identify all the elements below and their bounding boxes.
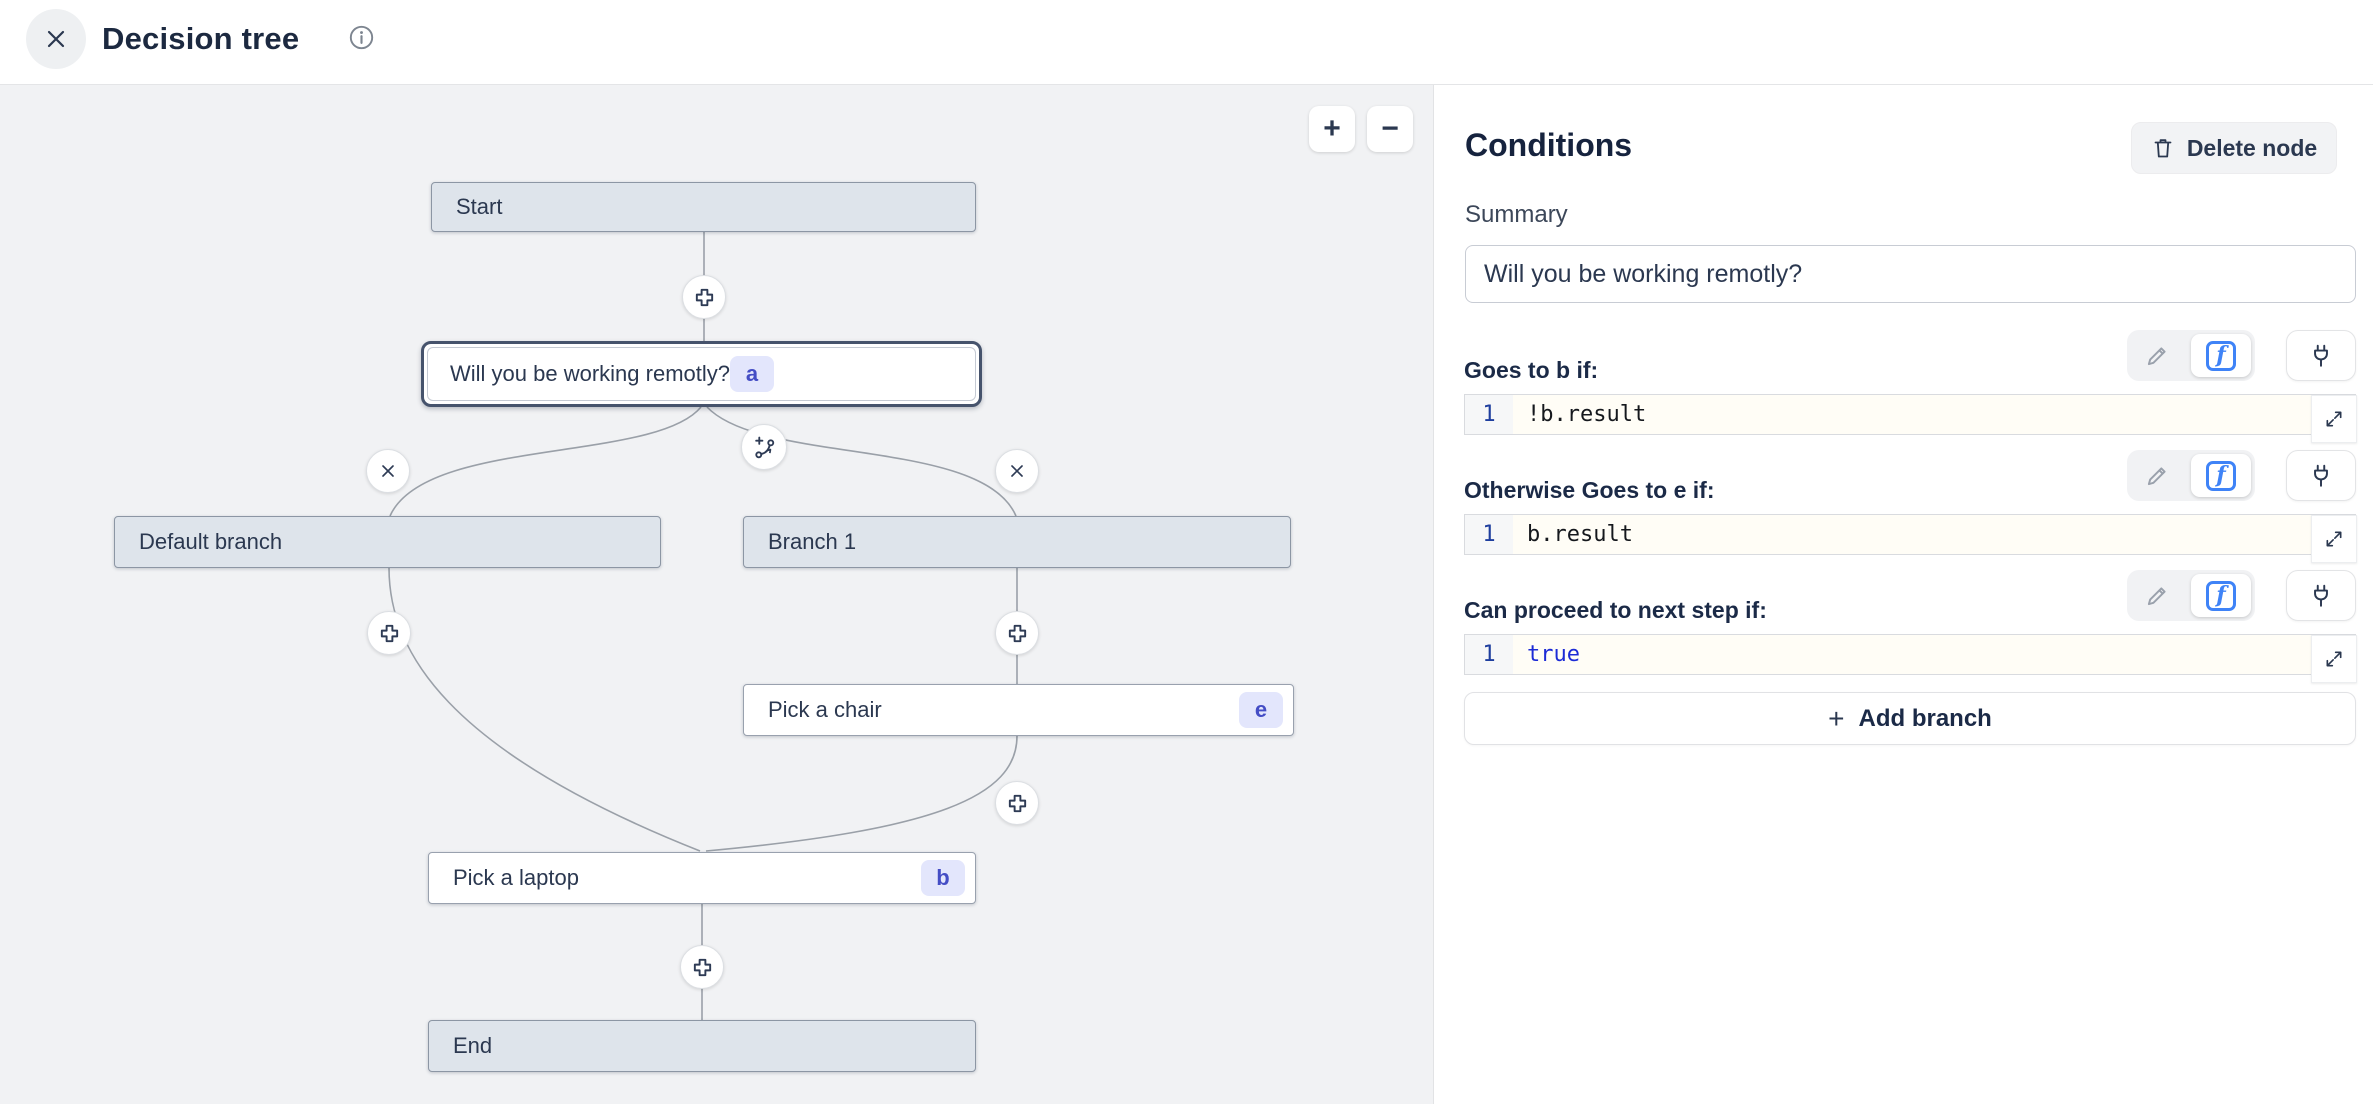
condition-label: Can proceed to next step if:: [1464, 597, 1767, 623]
editor-mode-toggle: f: [2127, 570, 2255, 621]
add-branch-button[interactable]: + Add branch: [1464, 692, 2356, 745]
node-label: Will you be working remotly?: [450, 361, 730, 386]
expand-editor-button[interactable]: [2311, 395, 2357, 443]
expand-icon: [2326, 411, 2342, 427]
text-mode-button[interactable]: [2127, 450, 2187, 501]
trash-icon: [2154, 139, 2172, 158]
condition-section-proceed: Can proceed to next step if: f 1 true: [1464, 570, 2357, 683]
line-number: 1: [1465, 515, 1513, 554]
remove-branch-button[interactable]: [366, 449, 410, 493]
line-number: 1: [1465, 395, 1513, 434]
minus-icon: −: [1381, 112, 1399, 145]
expand-icon: [2326, 531, 2342, 547]
add-branch-label: Add branch: [1858, 704, 1992, 732]
fx-icon: f: [2206, 340, 2236, 371]
code-editor[interactable]: 1 true: [1464, 634, 2357, 683]
add-node-button[interactable]: [680, 945, 724, 989]
connect-button[interactable]: [2286, 330, 2356, 381]
plus-icon: [693, 958, 711, 976]
fx-icon: f: [2206, 460, 2236, 491]
plug-icon: [2314, 464, 2328, 487]
text-mode-button[interactable]: [2127, 330, 2187, 381]
node-start[interactable]: Start: [431, 182, 976, 232]
flow-edges: [388, 232, 1018, 1020]
summary-input[interactable]: [1465, 245, 2356, 303]
node-badge: b: [921, 860, 965, 896]
node-pick-a-chair[interactable]: Pick a chair e: [743, 684, 1294, 736]
editor-mode-toggle: f: [2127, 330, 2255, 381]
remove-branch-button[interactable]: [995, 449, 1039, 493]
node-label: Branch 1: [768, 529, 857, 554]
plus-icon: [1008, 794, 1026, 812]
delete-node-label: Delete node: [2186, 134, 2318, 161]
add-node-button[interactable]: [995, 611, 1039, 655]
summary-label: Summary: [1465, 201, 1568, 228]
fx-mode-button[interactable]: f: [2191, 334, 2251, 377]
fx-mode-button[interactable]: f: [2191, 454, 2251, 497]
node-default-branch[interactable]: Default branch: [114, 516, 661, 568]
code-text: !b.result: [1527, 402, 1647, 427]
connect-button[interactable]: [2286, 450, 2356, 501]
condition-section-goes-to-e: Otherwise Goes to e if: f 1 b.result: [1464, 450, 2357, 563]
code-editor[interactable]: 1 b.result: [1464, 514, 2357, 563]
condition-label: Goes to b if:: [1464, 357, 1599, 383]
plus-icon: [380, 624, 398, 642]
close-icon: [47, 30, 65, 48]
x-icon: [382, 465, 394, 477]
node-question-selected[interactable]: Will you be working remotly? a: [421, 341, 982, 407]
plus-icon: [695, 288, 713, 306]
header: Decision tree: [0, 0, 2373, 85]
plug-icon: [2314, 584, 2328, 607]
code-editor[interactable]: 1 !b.result: [1464, 394, 2357, 443]
node-label: End: [453, 1033, 493, 1058]
node-branch-1[interactable]: Branch 1: [743, 516, 1291, 568]
pencil-icon: [2147, 466, 2166, 485]
pencil-icon: [2147, 346, 2166, 365]
add-node-button[interactable]: [682, 275, 726, 319]
flow-canvas[interactable]: Start Will you be working remotly? a Def…: [0, 85, 1433, 1104]
delete-node-button[interactable]: Delete node: [2131, 122, 2337, 174]
x-icon: [1011, 465, 1023, 477]
plus-icon: +: [1323, 112, 1341, 145]
zoom-in-button[interactable]: +: [1309, 106, 1355, 152]
node-label: Default branch: [139, 529, 283, 554]
node-badge: e: [1239, 692, 1283, 728]
panel-title: Conditions: [1465, 127, 1633, 163]
add-branch-button-canvas[interactable]: [741, 424, 787, 470]
text-mode-button[interactable]: [2127, 570, 2187, 621]
condition-label: Otherwise Goes to e if:: [1464, 477, 1715, 503]
expand-editor-button[interactable]: [2311, 635, 2357, 683]
info-icon[interactable]: [348, 24, 375, 51]
branch-plus-icon: [754, 436, 774, 458]
condition-section-goes-to-b: Goes to b if: f 1 !b.result: [1464, 330, 2357, 443]
plug-icon: [2314, 344, 2328, 367]
code-text: true: [1527, 642, 1580, 667]
line-number: 1: [1465, 635, 1513, 674]
node-end[interactable]: End: [428, 1020, 976, 1072]
fx-mode-button[interactable]: f: [2191, 574, 2251, 617]
expand-icon: [2326, 651, 2342, 667]
editor-mode-toggle: f: [2127, 450, 2255, 501]
fx-icon: f: [2206, 580, 2236, 611]
connect-button[interactable]: [2286, 570, 2356, 621]
node-label: Start: [456, 194, 503, 219]
code-text: b.result: [1527, 522, 1633, 547]
node-pick-a-laptop[interactable]: Pick a laptop b: [428, 852, 976, 904]
expand-editor-button[interactable]: [2311, 515, 2357, 563]
conditions-panel: Conditions Delete node Summary Goes to b…: [1433, 85, 2373, 1104]
pencil-icon: [2147, 586, 2166, 605]
node-label: Pick a laptop: [453, 865, 579, 890]
close-button[interactable]: [26, 9, 86, 69]
add-node-button[interactable]: [367, 611, 411, 655]
plus-icon: [1008, 624, 1026, 642]
add-node-button[interactable]: [995, 781, 1039, 825]
zoom-out-button[interactable]: −: [1367, 106, 1413, 152]
node-label: Pick a chair: [768, 697, 882, 722]
plus-icon: +: [1828, 702, 1845, 734]
page-title: Decision tree: [102, 21, 300, 56]
node-badge: a: [729, 356, 774, 392]
